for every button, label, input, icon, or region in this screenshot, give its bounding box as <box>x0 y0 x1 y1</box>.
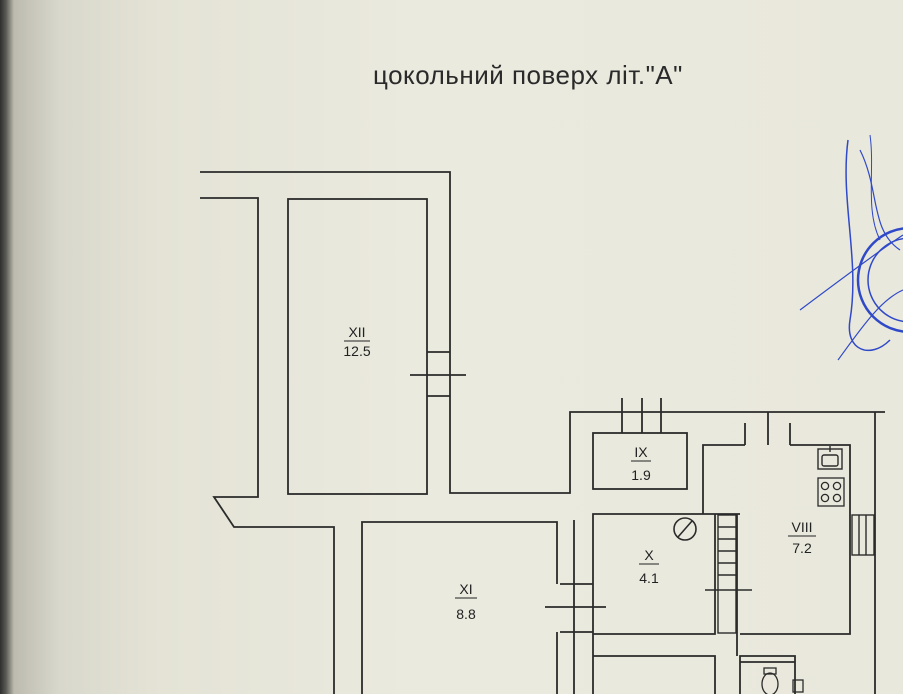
room-VIII-area: 7.2 <box>792 540 812 556</box>
room-XI-area: 8.8 <box>456 606 476 622</box>
page-title: цокольний поверх літ."А" <box>373 60 683 90</box>
wall-outer-top <box>200 171 885 494</box>
room-XII-outline <box>287 198 428 495</box>
room-XI-id: XI <box>459 581 472 597</box>
wall-corridor-left <box>200 197 335 694</box>
stairs-icon <box>705 514 752 634</box>
room-X-area: 4.1 <box>639 570 659 586</box>
stove-icon <box>817 477 845 507</box>
room-IX-outline <box>592 432 688 490</box>
room-XII-area: 12.5 <box>343 343 370 359</box>
toilet-icon <box>761 667 804 694</box>
stamp-seal-icon <box>799 134 903 361</box>
room-VIII-outline <box>702 444 745 514</box>
room-IX-area: 1.9 <box>631 467 651 483</box>
room-XI-outline <box>361 521 558 694</box>
room-VIII-id: VIII <box>791 519 812 535</box>
sink-icon <box>817 446 843 470</box>
room-XII-id: XII <box>348 324 365 340</box>
room-IX-id: IX <box>634 444 648 460</box>
room-X-id: X <box>644 547 654 563</box>
no-entry-icon <box>673 517 697 541</box>
side-stairs-icon <box>851 514 875 556</box>
